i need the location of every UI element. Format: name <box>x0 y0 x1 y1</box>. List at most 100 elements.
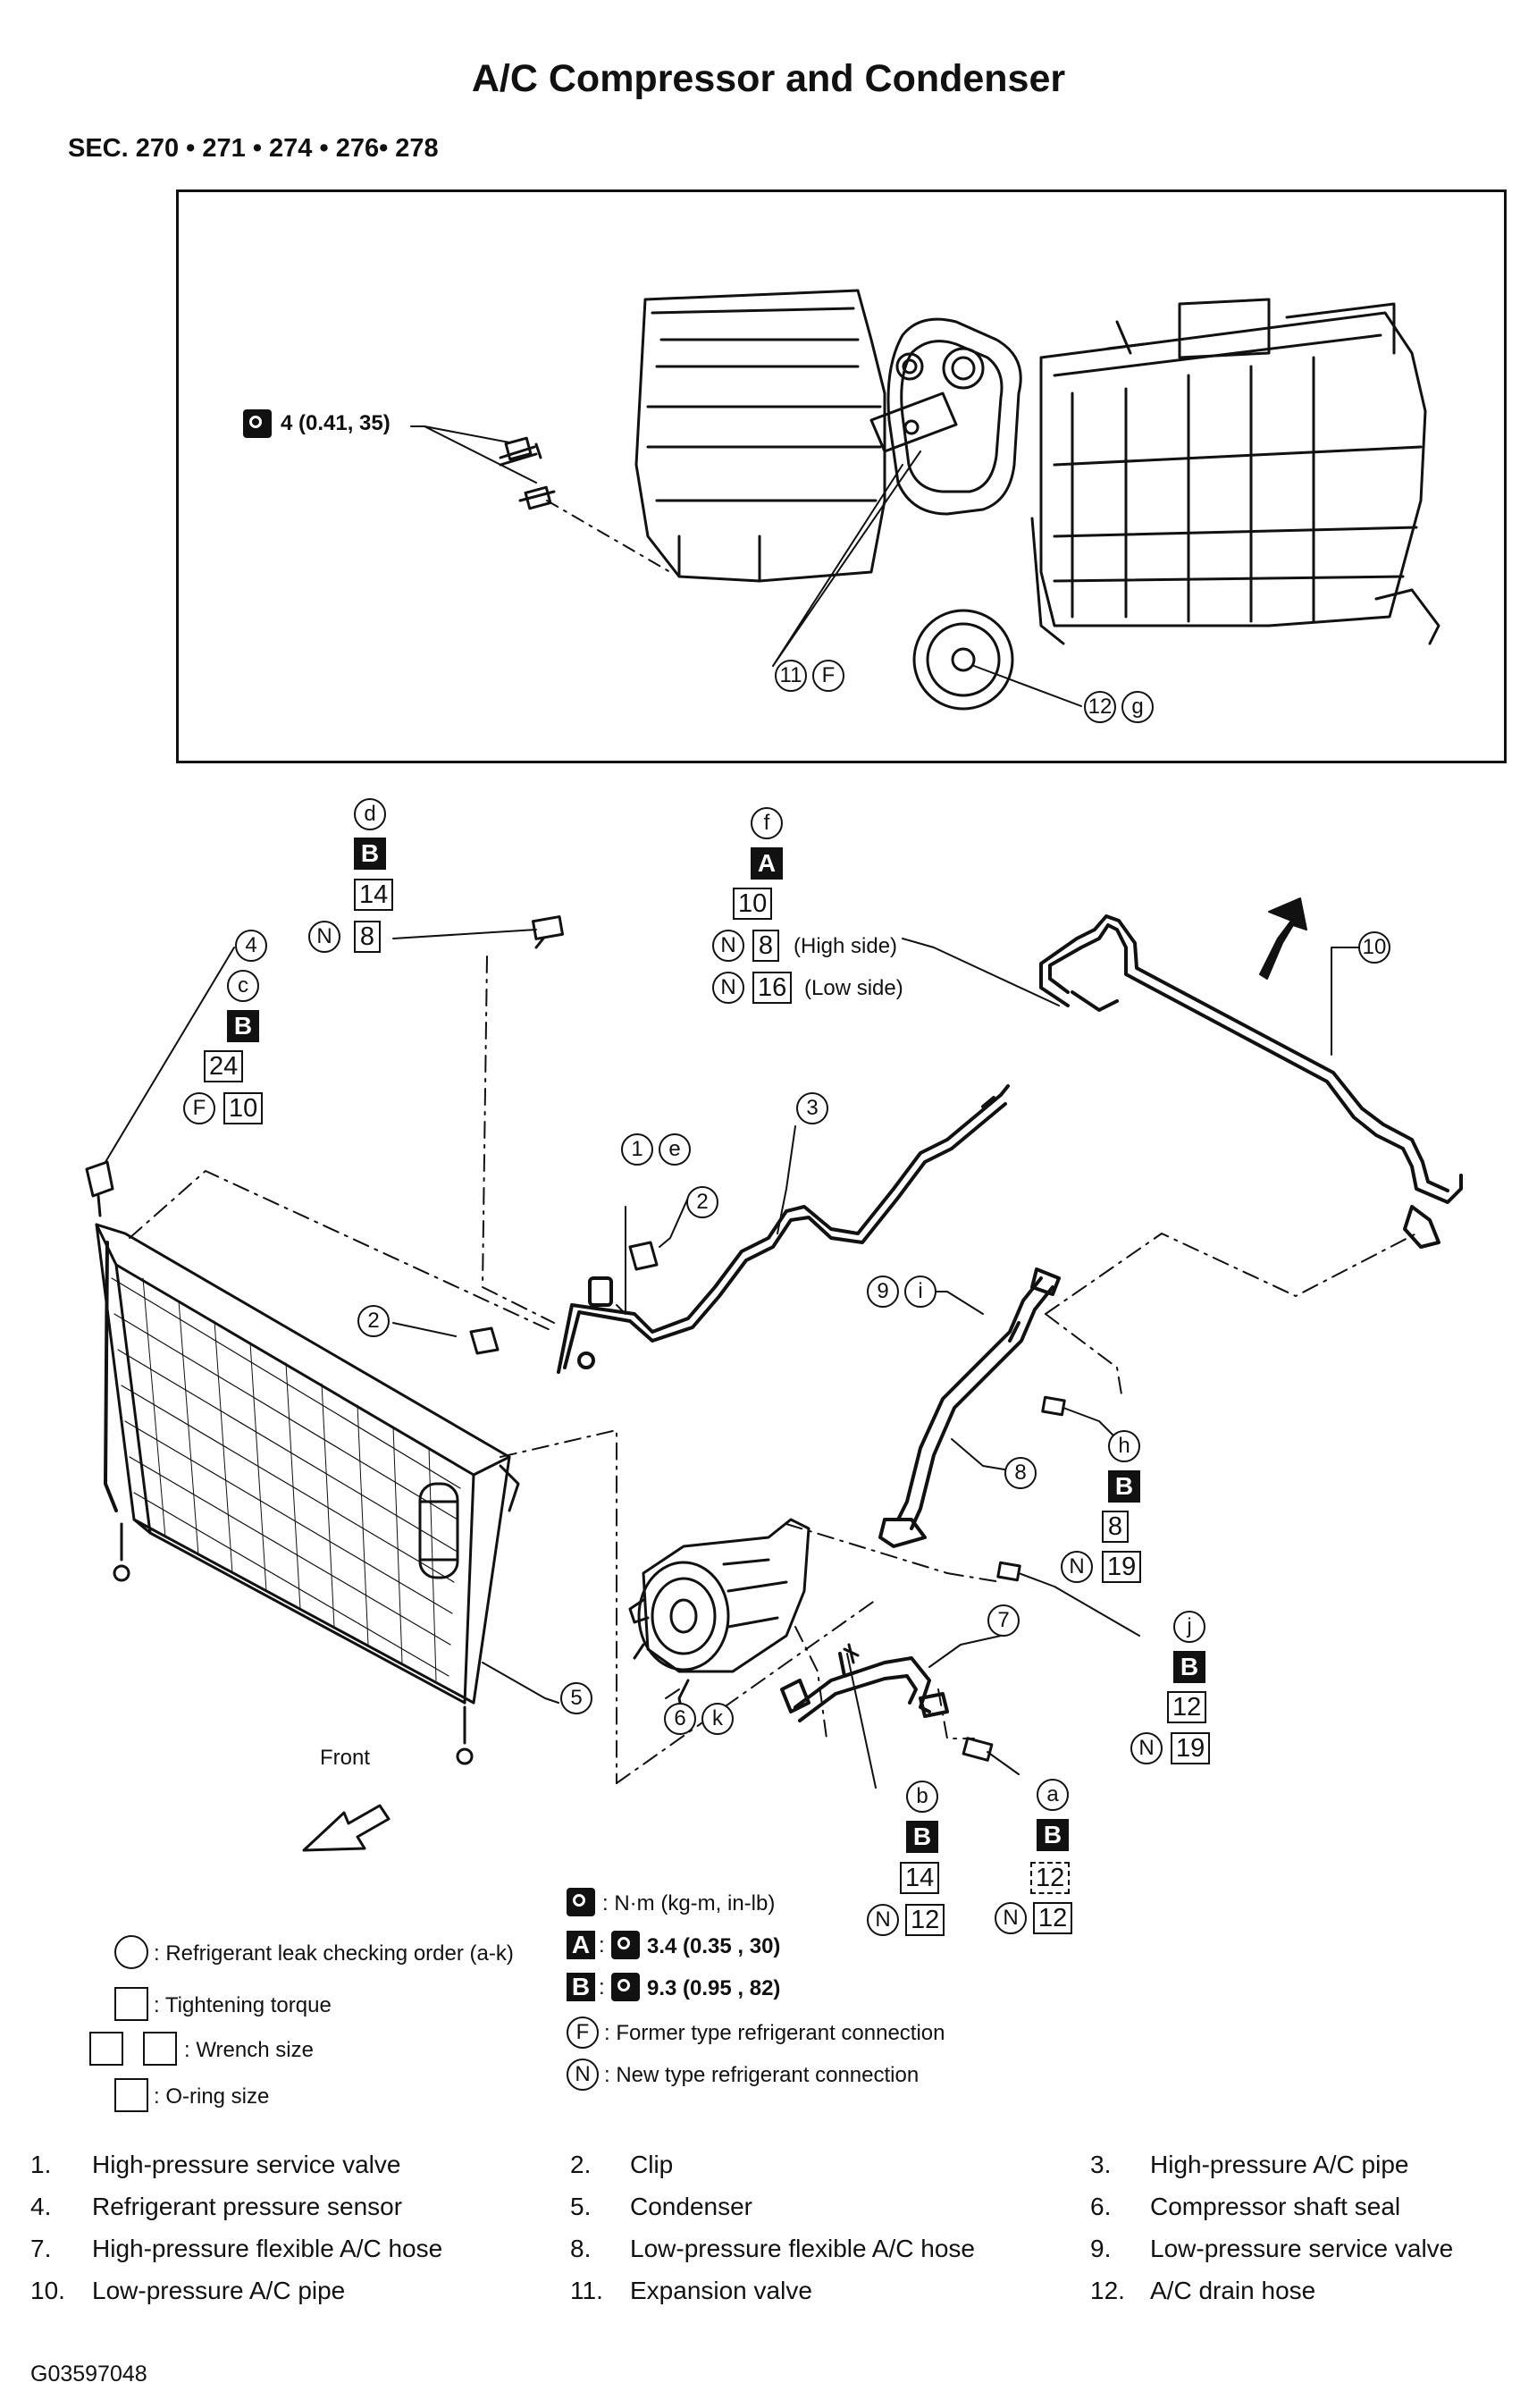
legend-a-wrench-icon <box>611 1931 640 1959</box>
oring-size-f-low: 16 <box>752 972 793 1004</box>
low-pressure-hose <box>878 1267 1061 1548</box>
high-side-label: (High side) <box>794 934 898 958</box>
legend-wrench-symbol-2 <box>143 2032 177 2066</box>
legend-block-B: B <box>567 1973 595 2001</box>
callout-N-b: N <box>867 1904 899 1936</box>
callout-8: 8 <box>1004 1457 1037 1489</box>
high-pressure-pipe <box>557 1084 1010 1374</box>
callout-N-a: N <box>995 1902 1027 1934</box>
oring-size-d: 8 <box>354 921 381 953</box>
callout-F-c: F <box>183 1092 215 1124</box>
legend-torque-a: 3.4 (0.35 , 30) <box>647 1934 781 1958</box>
callout-2-upper: 2 <box>686 1186 718 1218</box>
legend-wrench-symbol-1 <box>89 2032 123 2066</box>
legend-units-text: : N·m (kg-m, in-lb) <box>602 1891 776 1915</box>
callout-6: 6 <box>664 1703 696 1735</box>
legend-b-wrench-icon <box>611 1973 640 2001</box>
legend-former-text: : Former type refrigerant connection <box>604 2021 945 2045</box>
part-name-2: Clip <box>630 2151 674 2178</box>
wrench-size-d: 14 <box>354 879 394 911</box>
oring-size-h: 19 <box>1102 1551 1142 1583</box>
part-num-11: 11. <box>570 2277 603 2304</box>
page-title: A/C Compressor and Condenser <box>471 57 1066 100</box>
bolt-j <box>996 1561 1140 1637</box>
callout-d: d <box>354 798 386 830</box>
callout-N-f-high: N <box>712 930 744 962</box>
legend-square-text: : Tightening torque <box>154 1993 332 2017</box>
section-numbers: SEC. 270 • 271 • 274 • 276• 278 <box>68 134 439 163</box>
clip-upper <box>628 1241 659 1271</box>
torque-block-B-d: B <box>354 838 386 870</box>
legend-new-text: : New type refrigerant connection <box>604 2063 920 2087</box>
bolt-h <box>1041 1395 1113 1436</box>
front-label: Front <box>320 1746 371 1770</box>
callout-j: j <box>1173 1611 1205 1643</box>
part-name-7: High-pressure flexible A/C hose <box>92 2235 443 2262</box>
part-name-1: High-pressure service valve <box>92 2151 401 2178</box>
callout-3: 3 <box>796 1092 828 1124</box>
condenser <box>85 947 559 1765</box>
wrench-size-a: 12 <box>1030 1862 1071 1894</box>
callout-N-f-low: N <box>712 972 744 1004</box>
legend-square-symbol <box>114 1987 148 2021</box>
torque-block-B-b: B <box>906 1821 938 1853</box>
part-name-3: High-pressure A/C pipe <box>1150 2151 1409 2178</box>
torque-block-B-c: B <box>227 1010 259 1042</box>
figure-code: G03597048 <box>30 2362 147 2387</box>
bolt-a <box>962 1737 1020 1775</box>
wrench-size-c: 24 <box>204 1050 244 1082</box>
callout-F-top: F <box>812 660 844 692</box>
torque-block-A-f: A <box>751 847 783 880</box>
part-num-6: 6. <box>1090 2193 1112 2220</box>
wrench-size-h: 8 <box>1102 1511 1129 1543</box>
callout-1: 1 <box>621 1133 653 1166</box>
legend-circle-text: : Refrigerant leak checking order (a-k) <box>154 1941 514 1966</box>
legend-colon-a: : <box>599 1933 605 1958</box>
legend-N-symbol: N <box>567 2059 599 2091</box>
oring-size-b: 12 <box>905 1904 945 1936</box>
part-name-10: Low-pressure A/C pipe <box>92 2277 346 2304</box>
front-arrow <box>302 1804 391 1852</box>
heater-unit-frame <box>176 189 1507 763</box>
legend-block-A: A <box>567 1931 595 1959</box>
wrench-size-b: 14 <box>900 1862 940 1894</box>
wrench-size-j: 12 <box>1167 1691 1207 1723</box>
callout-5: 5 <box>560 1682 592 1714</box>
callout-2-lower: 2 <box>357 1305 390 1337</box>
torque-block-B-j: B <box>1173 1651 1205 1683</box>
callout-e: e <box>659 1133 691 1166</box>
legend-oring-text: : O-ring size <box>154 2084 270 2109</box>
oring-size-j: 19 <box>1171 1732 1211 1764</box>
legend-oring-symbol <box>114 2078 148 2112</box>
wrench-size-f: 10 <box>733 888 773 920</box>
callout-a: a <box>1037 1779 1069 1811</box>
heater-cooling-unit <box>410 289 1440 711</box>
callout-f: f <box>751 807 783 839</box>
top-bolt-torque: 4 (0.41, 35) <box>281 411 391 435</box>
callout-k: k <box>701 1703 734 1735</box>
callout-i: i <box>904 1276 936 1308</box>
part-num-4: 4. <box>30 2193 52 2220</box>
torque-block-B-a: B <box>1037 1819 1069 1851</box>
part-num-7: 7. <box>30 2235 52 2262</box>
compressor <box>628 1518 810 1722</box>
direction-arrow <box>1259 897 1307 980</box>
torque-block-B-h: B <box>1108 1470 1140 1503</box>
callout-g: g <box>1121 691 1154 723</box>
callout-4: 4 <box>235 930 267 962</box>
legend-circle-symbol <box>114 1935 148 1969</box>
part-num-8: 8. <box>570 2235 592 2262</box>
oring-size-c: 10 <box>223 1092 264 1124</box>
part-name-8: Low-pressure flexible A/C hose <box>630 2235 975 2262</box>
legend-torque-b: 9.3 (0.95 , 82) <box>647 1976 781 2000</box>
part-num-9: 9. <box>1090 2235 1112 2262</box>
part-name-5: Condenser <box>630 2193 752 2220</box>
legend-colon-b: : <box>599 1975 605 2000</box>
oring-size-f-high: 8 <box>752 930 779 962</box>
units-wrench-icon <box>567 1888 595 1916</box>
callout-12: 12 <box>1084 691 1116 723</box>
oring-size-a: 12 <box>1033 1902 1073 1934</box>
part-name-4: Refrigerant pressure sensor <box>92 2193 403 2220</box>
part-name-9: Low-pressure service valve <box>1150 2235 1454 2262</box>
